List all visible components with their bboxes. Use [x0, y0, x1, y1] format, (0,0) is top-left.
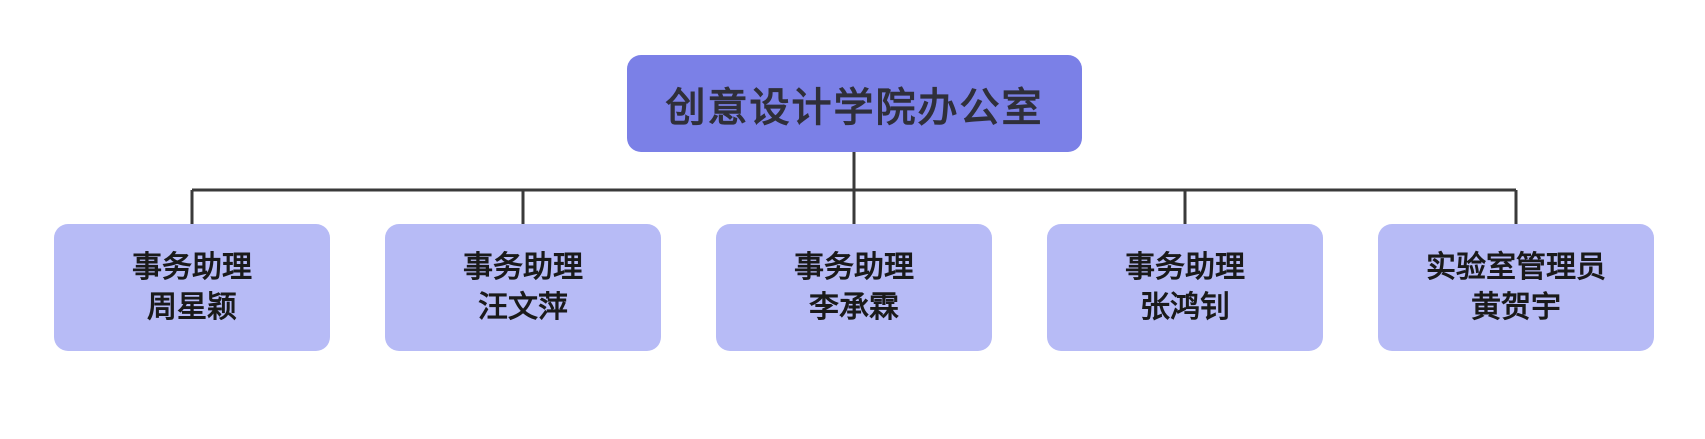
child-node-1: 事务助理 周星颖	[54, 224, 330, 351]
child-node-2: 事务助理 汪文萍	[385, 224, 661, 351]
child-role: 事务助理	[132, 249, 252, 285]
child-node-3: 事务助理 李承霖	[716, 224, 992, 351]
root-title: 创意设计学院办公室	[665, 84, 1044, 131]
child-person: 李承霖	[809, 289, 899, 325]
child-role: 事务助理	[463, 249, 583, 285]
child-role: 事务助理	[1125, 249, 1245, 285]
child-person: 张鸿钊	[1140, 289, 1230, 325]
root-node: 创意设计学院办公室	[627, 55, 1082, 152]
child-role: 事务助理	[794, 249, 914, 285]
child-node-4: 事务助理 张鸿钊	[1047, 224, 1323, 351]
child-person: 汪文萍	[478, 289, 568, 325]
child-node-5: 实验室管理员 黄贺宇	[1378, 224, 1654, 351]
child-person: 周星颖	[147, 289, 237, 325]
child-person: 黄贺宇	[1471, 289, 1561, 325]
child-role: 实验室管理员	[1426, 249, 1606, 285]
